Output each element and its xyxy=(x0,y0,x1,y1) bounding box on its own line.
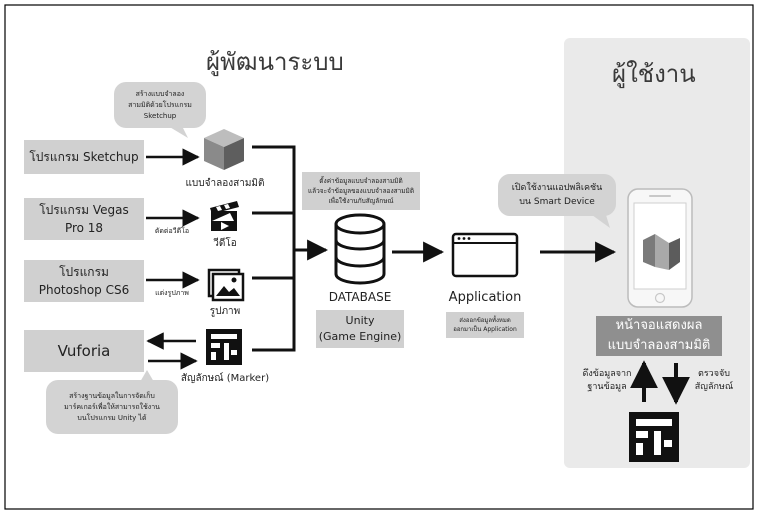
application-label: Application xyxy=(448,290,522,305)
detect-label-line2: สัญลักษณ์ xyxy=(694,382,734,392)
sketchup-box: โปรแกรม Sketchup xyxy=(24,140,144,174)
engine-box: Unity (Game Engine) xyxy=(316,310,404,348)
bubble-line: บน Smart Device xyxy=(519,197,595,207)
vuforia-label: Vuforia xyxy=(57,342,111,360)
phone-3d-model-icon xyxy=(643,234,680,270)
detect-marker-label: ตรวจจับ สัญลักษณ์ xyxy=(684,368,744,394)
bubble-line: มาร์คเกอร์เพื่อให้สามารถใช้งาน xyxy=(64,402,160,411)
edge-label-edit-video: ตัดต่อวีดีโอ xyxy=(154,227,190,235)
vegas-label-line1: โปรแกรม Vegas xyxy=(39,203,129,217)
detect-label-line1: ตรวจจับ xyxy=(698,369,730,379)
database-label: DATABASE xyxy=(328,290,392,304)
display-label-line1: หน้าจอแสดงผล xyxy=(615,318,703,333)
clapperboard-icon xyxy=(210,201,239,231)
application-window-icon xyxy=(451,232,519,278)
database-note-line: แล้วจะจำข้อมูลของแบบจำลองสามมิติ xyxy=(307,187,415,195)
photoshop-box: โปรแกรม Photoshop CS6 xyxy=(24,260,144,302)
bubble-line: Sketchup xyxy=(143,111,177,120)
database-note-line: เพื่อใช้งานกับสัญลักษณ์ xyxy=(328,197,394,205)
bubble-line: บนโปรแกรม Unity ได้ xyxy=(77,413,147,422)
engine-label-line2: (Game Engine) xyxy=(318,330,402,343)
bubble-line: สร้างแบบจำลอง xyxy=(135,89,185,98)
database-icon xyxy=(334,213,386,285)
bubble-line: สร้างฐานข้อมูลในการจัดเก็บ xyxy=(69,391,155,400)
image-label: รูปภาพ xyxy=(209,306,241,317)
user-marker-icon xyxy=(629,412,679,462)
sketchup-label: โปรแกรม Sketchup xyxy=(29,150,139,164)
user-title: ผู้ใช้งาน xyxy=(612,60,696,88)
fetch-label-line2: ฐานข้อมูล xyxy=(587,382,627,392)
developer-title: ผู้พัฒนาระบบ xyxy=(206,48,344,76)
picture-icon xyxy=(207,268,245,302)
speech-bubble-open-app: เปิดใช้งานแอปพลิเคชัน บน Smart Device xyxy=(498,174,616,216)
marker-label: สัญลักษณ์ (Marker) xyxy=(180,373,270,384)
fetch-label-line1: ดึงข้อมูลจาก xyxy=(582,369,632,379)
speech-bubble-model: สร้างแบบจำลอง สามมิติด้วยโปรแกรม Sketchu… xyxy=(114,82,206,128)
application-note-line: ส่งออกข้อมูลทั้งหมด xyxy=(459,317,511,324)
bubble-line: สามมิติด้วยโปรแกรม xyxy=(128,100,192,109)
edge-label-edit-image: แต่งรูปภาพ xyxy=(155,289,189,297)
vuforia-box: Vuforia xyxy=(24,330,144,372)
engine-label-line1: Unity xyxy=(345,314,375,327)
display-label-line2: แบบจำลองสามมิติ xyxy=(607,338,711,353)
photoshop-label-line2: Photoshop CS6 xyxy=(38,283,130,297)
application-note: ส่งออกข้อมูลทั้งหมด ออกมาเป็น Applicatio… xyxy=(446,312,524,338)
photoshop-label-line1: โปรแกรม xyxy=(59,265,109,279)
vegas-label-line2: Pro 18 xyxy=(64,221,104,235)
model-label: แบบจำลองสามมิติ xyxy=(185,178,265,189)
database-note: ตั้งค่าข้อมูลแบบจำลองสามมิติ แล้วจะจำข้อ… xyxy=(302,172,420,210)
database-note-line: ตั้งค่าข้อมูลแบบจำลองสามมิติ xyxy=(319,177,403,185)
cube-icon xyxy=(204,129,244,170)
bubble-line: เปิดใช้งานแอปพลิเคชัน xyxy=(511,183,603,193)
speech-bubble-marker-db: สร้างฐานข้อมูลในการจัดเก็บ มาร์คเกอร์เพื… xyxy=(46,380,178,434)
bubble-tail-bottom xyxy=(140,370,154,382)
application-note-line: ออกมาเป็น Application xyxy=(453,326,517,333)
fetch-data-label: ดึงข้อมูลจาก ฐานข้อมูล xyxy=(576,368,638,394)
display-result-box: หน้าจอแสดงผล แบบจำลองสามมิติ xyxy=(596,316,722,356)
vegas-box: โปรแกรม Vegas Pro 18 xyxy=(24,198,144,240)
bubble-tail-user xyxy=(592,215,610,228)
marker-icon xyxy=(206,329,242,365)
bubble-tail-top xyxy=(168,126,188,138)
video-label: วีดีโอ xyxy=(213,238,237,249)
